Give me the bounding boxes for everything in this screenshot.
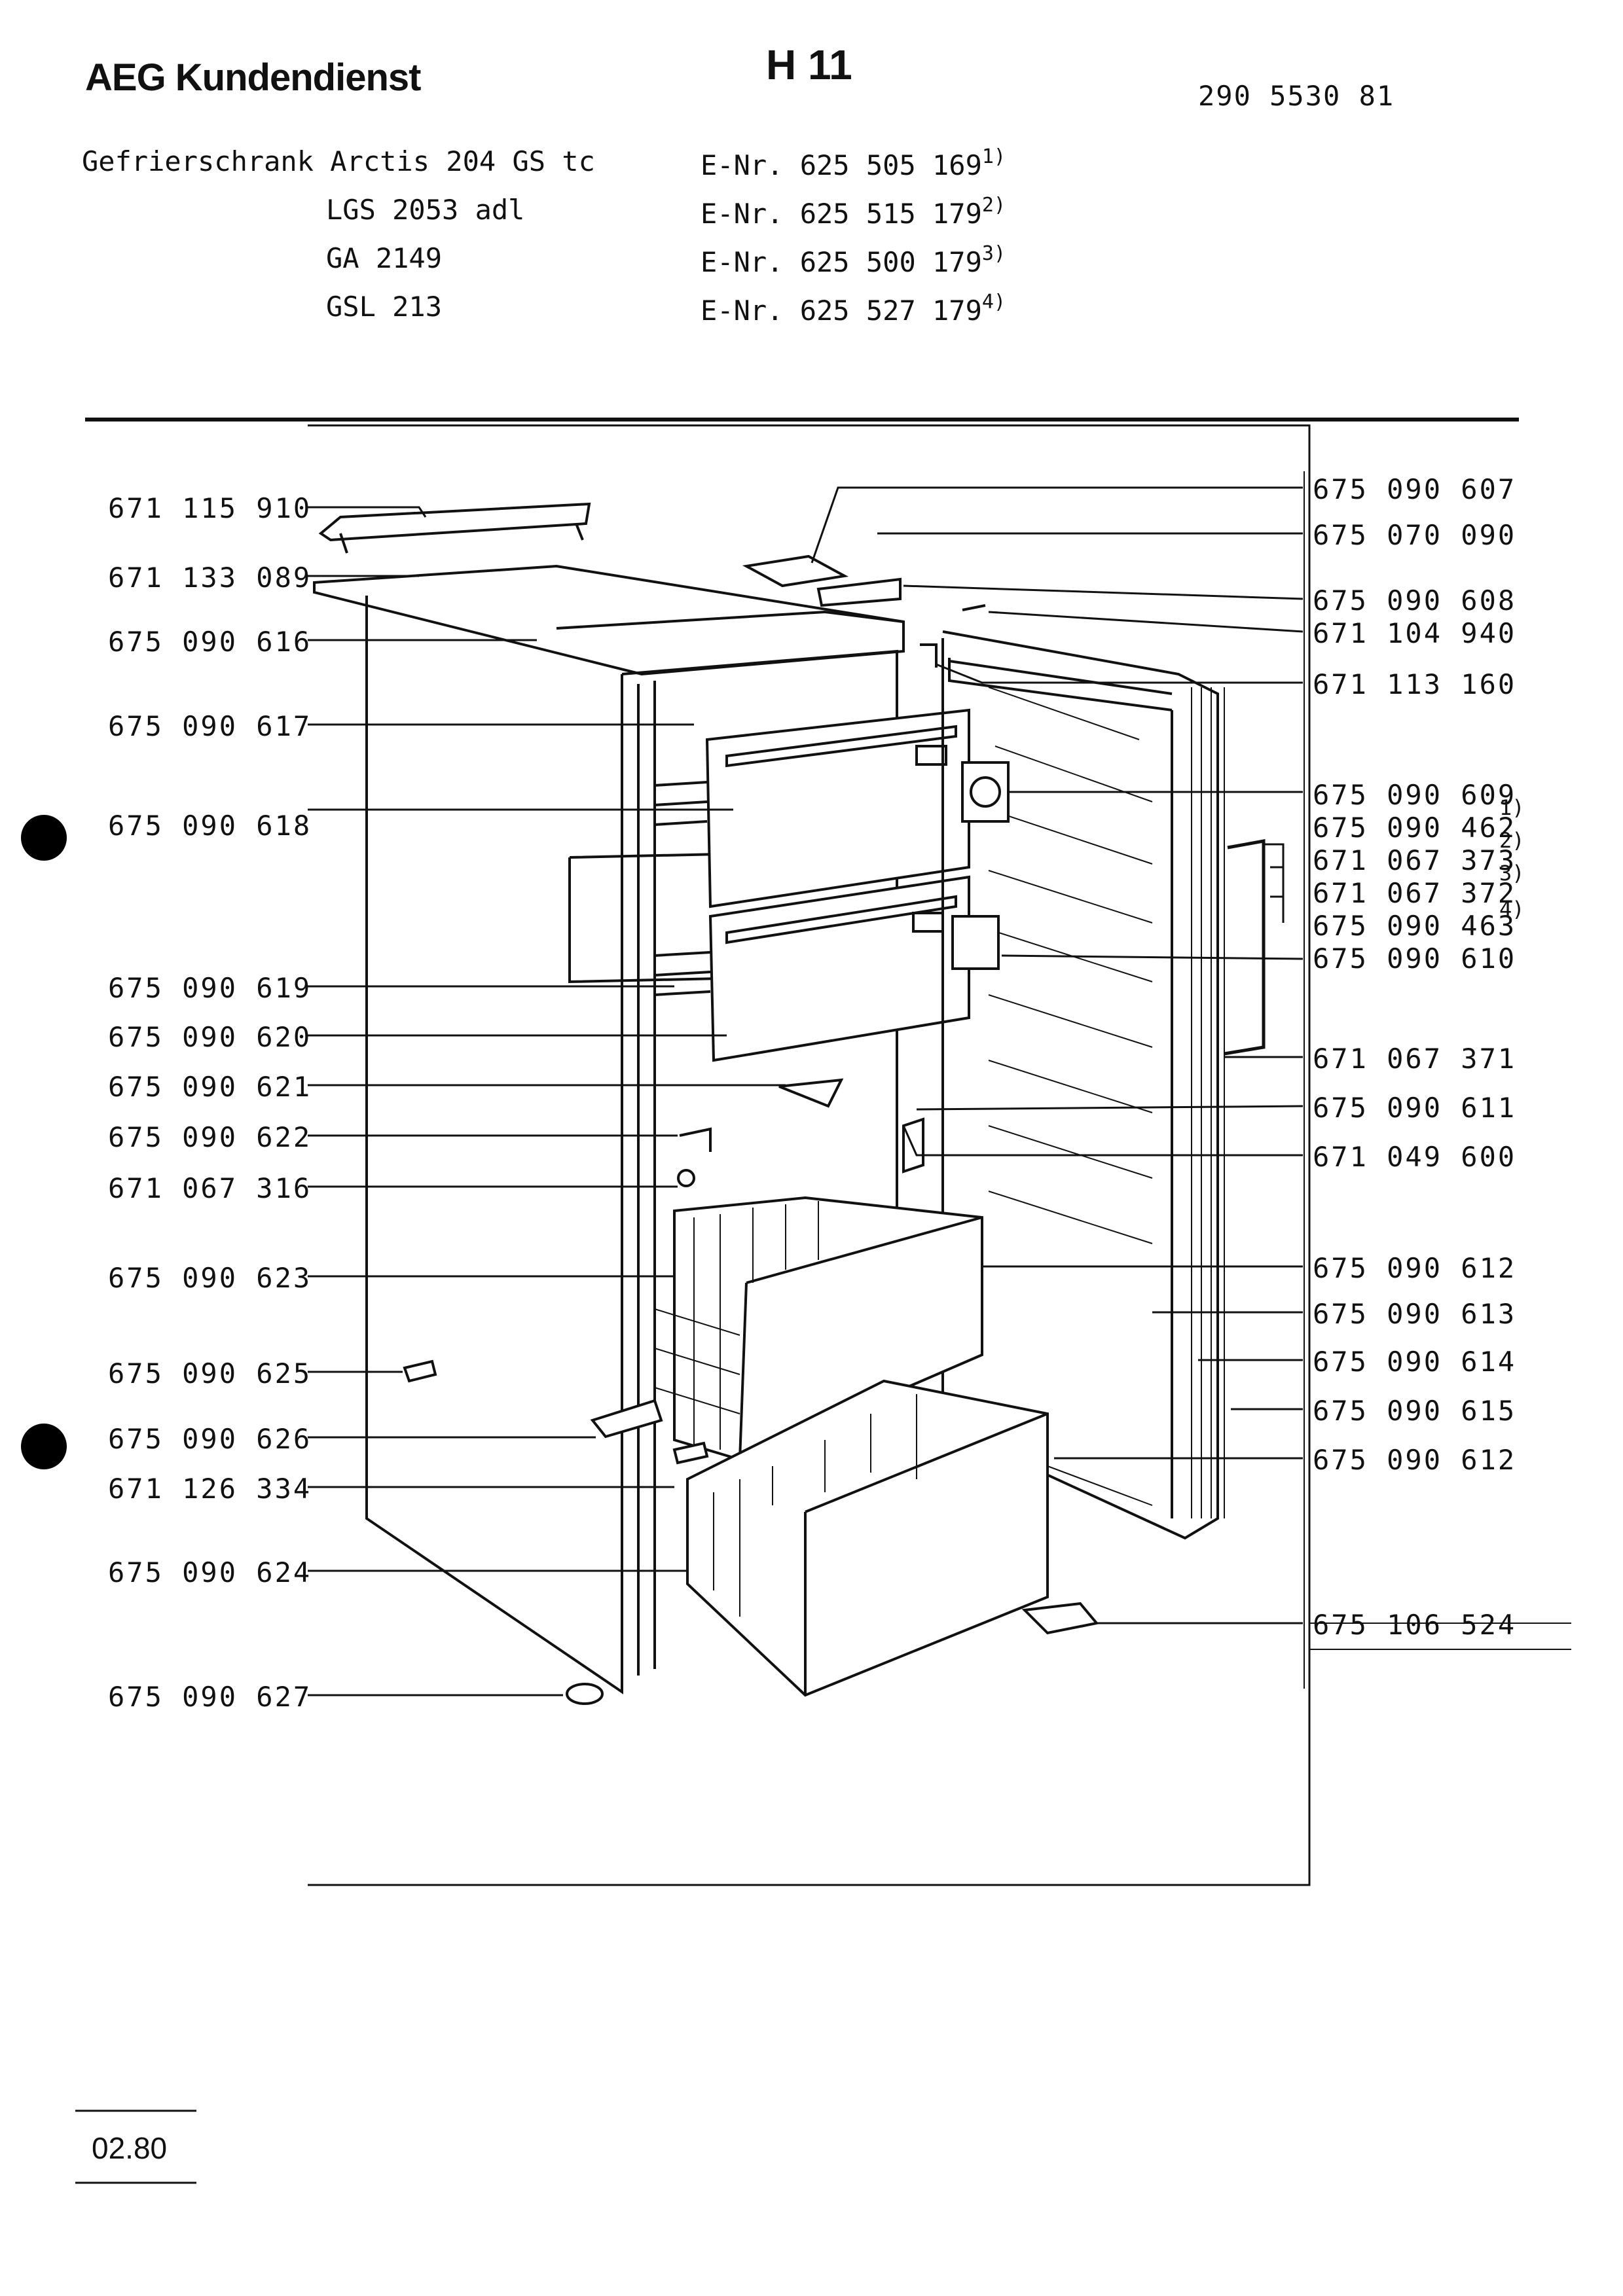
part-number: 675 090 620 (108, 1021, 312, 1053)
footnote-marker: 2) (1499, 828, 1525, 853)
brand-title: AEG Kundendienst (85, 56, 421, 99)
enr-number: 625 515 179 (799, 198, 982, 230)
part-number: 675 090 622 (108, 1121, 312, 1153)
part-number: 675 090 615 (1313, 1395, 1517, 1427)
part-number: 675 090 611 (1313, 1092, 1517, 1124)
punch-hole-mark (21, 815, 67, 861)
part-number: 675 090 626 (108, 1423, 312, 1455)
document-number: 290 5530 81 (1198, 80, 1395, 112)
model-name: Gefrierschrank Arctis 204 GS tc (82, 145, 595, 177)
part-number: 675 090 616 (108, 626, 312, 658)
footnote-marker: 2) (981, 194, 1006, 217)
part-number: 675 090 624 (108, 1556, 312, 1588)
footnote-marker: 3) (981, 242, 1006, 265)
part-number: 671 115 910 (108, 492, 312, 524)
part-number: 675 090 610 (1313, 942, 1517, 975)
enr-label: E-Nr. (701, 149, 784, 181)
model-enr: E-Nr. 625 500 1793) (701, 242, 1006, 278)
part-number: 675 090 463 (1313, 910, 1517, 942)
part-number: 671 067 316 (108, 1172, 312, 1204)
part-number: 671 049 600 (1313, 1141, 1517, 1173)
footnote-marker: 3) (1499, 861, 1525, 886)
model-name: GSL 213 (326, 291, 443, 323)
part-number: 671 126 334 (108, 1473, 312, 1505)
part-number: 675 090 614 (1313, 1346, 1517, 1378)
model-enr: E-Nr. 625 515 1792) (701, 194, 1006, 230)
part-number: 671 104 940 (1313, 617, 1517, 649)
enr-label: E-Nr. (701, 198, 784, 230)
header-divider (85, 418, 1519, 422)
revision-date: 02.80 (92, 2131, 168, 2165)
enr-number: 625 505 169 (799, 149, 982, 181)
punch-hole-mark (21, 1424, 67, 1469)
part-number: 671 113 160 (1313, 668, 1517, 700)
part-number: 675 090 609 (1313, 779, 1517, 811)
model-name: GA 2149 (326, 242, 443, 274)
footnote-marker: 1) (1499, 795, 1525, 820)
enr-number: 625 500 179 (799, 246, 982, 278)
part-number: 675 090 617 (108, 710, 312, 742)
sheet-number: H 11 (766, 41, 852, 88)
model-name: LGS 2053 adl (326, 194, 525, 226)
footnote-marker: 4) (1499, 897, 1525, 922)
part-number: 675 090 613 (1313, 1298, 1517, 1330)
part-number: 675 090 462 (1313, 812, 1517, 844)
part-number: 675 090 607 (1313, 473, 1517, 505)
part-number: 675 070 090 (1313, 519, 1517, 551)
footnote-marker: 4) (981, 291, 1006, 314)
footnote-marker: 1) (981, 145, 1006, 168)
part-number: 675 090 627 (108, 1681, 312, 1713)
part-number: 675 090 621 (108, 1071, 312, 1103)
part-number: 675 090 625 (108, 1357, 312, 1390)
part-number: 675 090 618 (108, 810, 312, 842)
part-number: 675 090 608 (1313, 584, 1517, 617)
part-number: 671 067 371 (1313, 1043, 1517, 1075)
model-enr: E-Nr. 625 527 1794) (701, 291, 1006, 327)
part-number: 675 090 612 (1313, 1444, 1517, 1476)
model-enr: E-Nr. 625 505 1691) (701, 145, 1006, 181)
part-number: 675 106 524 (1313, 1609, 1517, 1641)
part-number: 671 067 372 (1313, 877, 1517, 909)
part-number: 675 090 612 (1313, 1252, 1517, 1284)
part-number: 675 090 623 (108, 1262, 312, 1294)
enr-number: 625 527 179 (799, 295, 982, 327)
part-number: 671 067 373 (1313, 844, 1517, 876)
enr-label: E-Nr. (701, 246, 784, 278)
part-number: 671 133 089 (108, 562, 312, 594)
enr-label: E-Nr. (701, 295, 784, 327)
part-number: 675 090 619 (108, 972, 312, 1004)
